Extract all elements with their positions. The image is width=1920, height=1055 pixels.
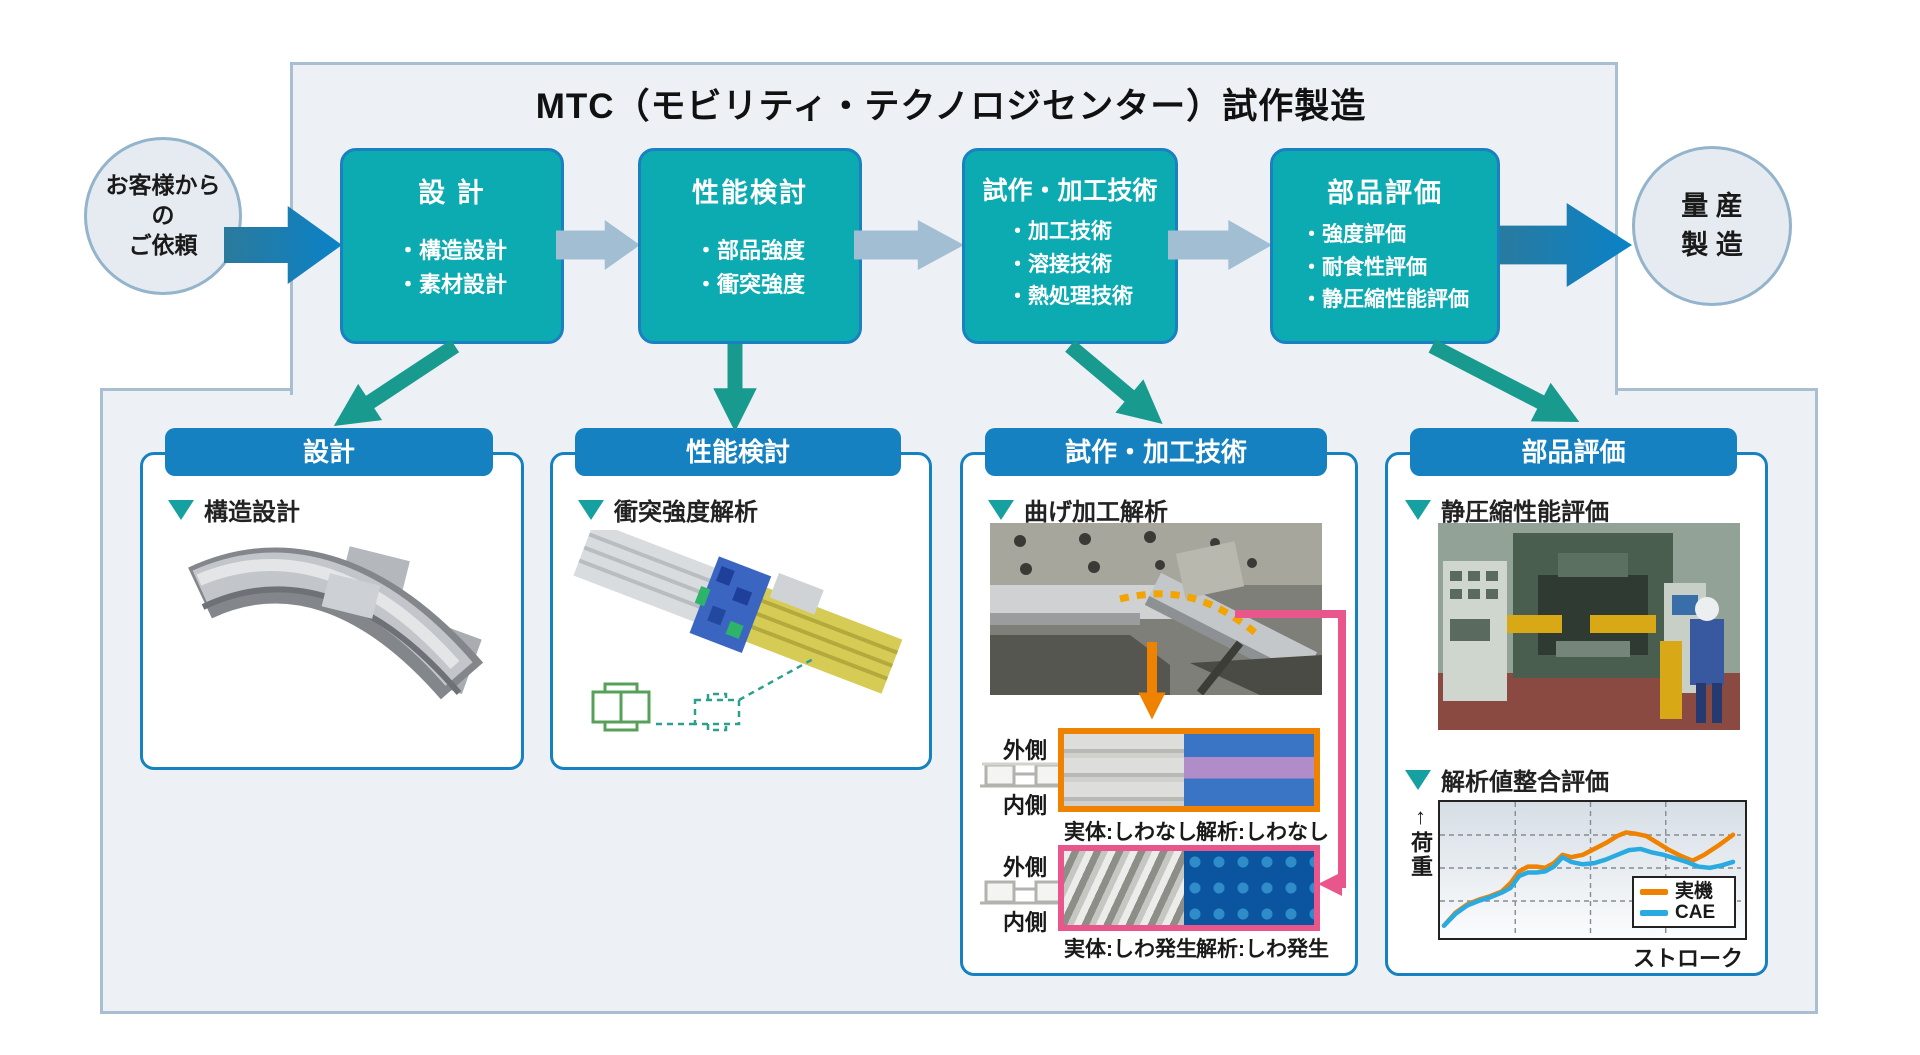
bending-photo-illustration	[990, 523, 1322, 695]
triangle-marker-icon	[578, 499, 604, 520]
circle-text-line: 量 産	[1681, 190, 1743, 221]
load-stroke-chart	[1438, 800, 1747, 940]
flow-box-items: ・強度評価 ・耐食性評価 ・静圧縮性能評価	[1301, 219, 1469, 317]
panel-evaluation-header: 部品評価	[1410, 428, 1737, 476]
cae-image-wrinkle	[1184, 851, 1314, 925]
section-bending-analysis: 曲げ加工解析	[988, 492, 1168, 527]
section-structural-design: 構造設計	[168, 492, 300, 527]
legend-label: 実機	[1675, 881, 1714, 902]
section-crash-analysis: 衝突強度解析	[578, 492, 758, 527]
flow-box-items: ・加工技術 ・溶接技術 ・熱処理技術	[1007, 216, 1133, 314]
chart-x-axis-label: ストローク	[1632, 946, 1743, 971]
inner-side-label: 内側	[1002, 910, 1047, 935]
section-label: 構造設計	[204, 499, 300, 526]
outer-side-label: 外側	[1002, 738, 1047, 763]
flow-box-title: 性能検討	[692, 178, 808, 208]
circle-text-line: お客様から	[105, 172, 221, 199]
caption-real: 実体:しわなし	[1064, 821, 1197, 844]
caption-real: 実体:しわ発生	[1064, 938, 1197, 961]
press-photo-illustration	[1438, 523, 1740, 730]
flow-box-item: ・構造設計	[396, 238, 507, 263]
chart-plot-area	[1440, 802, 1741, 934]
flow-box-evaluation: 部品評価 ・強度評価 ・耐食性評価 ・静圧縮性能評価	[1270, 148, 1500, 344]
caption-cae: 解析:しわなし	[1196, 821, 1329, 844]
legend-entry-real: 実機	[1640, 882, 1728, 901]
flow-box-item: ・溶接技術	[1007, 252, 1112, 276]
flow-box-performance: 性能検討 ・部品強度 ・衝突強度	[638, 148, 862, 344]
flow-box-item: ・部品強度	[694, 238, 805, 263]
customer-request-circle: お客様から の ご依頼	[84, 137, 242, 295]
flow-box-items: ・部品強度 ・衝突強度	[695, 234, 805, 302]
flow-box-title: 試作・加工技術	[982, 177, 1158, 205]
comparison-pair-no-wrinkle	[1058, 728, 1320, 812]
section-label: 衝突強度解析	[614, 499, 758, 526]
legend-entry-cae: CAE	[1640, 903, 1728, 922]
circle-text-line: 製 造	[1681, 230, 1743, 260]
flow-box-title: 設 計	[418, 178, 486, 208]
crash-fea-illustration	[573, 530, 903, 732]
flow-box-title: 部品評価	[1327, 178, 1443, 208]
triangle-marker-icon	[988, 499, 1014, 520]
bumper-beam-illustration	[188, 546, 484, 700]
real-photo-no-wrinkle	[1064, 734, 1184, 806]
triangle-marker-icon	[1405, 499, 1431, 520]
triangle-marker-icon	[168, 499, 194, 520]
flow-box-item: ・耐食性評価	[1301, 255, 1427, 279]
flow-box-item: ・強度評価	[1301, 223, 1406, 246]
comparison-pair-wrinkle	[1058, 845, 1320, 931]
circle-text-line: の	[151, 202, 175, 229]
flow-box-item: ・衝突強度	[694, 272, 805, 298]
panel-performance-header: 性能検討	[575, 428, 901, 476]
flow-box-design: 設 計 ・構造設計 ・素材設計	[340, 148, 564, 344]
inner-side-label: 内側	[1002, 793, 1047, 818]
panel-prototype-header: 試作・加工技術	[985, 428, 1327, 476]
flow-box-item: ・静圧縮性能評価	[1301, 288, 1469, 312]
cross-section-sketch	[980, 880, 1070, 905]
section-label: 解析値整合評価	[1441, 769, 1609, 796]
section-label: 曲げ加工解析	[1024, 499, 1168, 526]
cae-image-no-wrinkle	[1184, 734, 1314, 806]
caption-cae: 解析:しわ発生	[1196, 938, 1329, 961]
legend-label: CAE	[1675, 902, 1716, 923]
panel-performance	[550, 452, 932, 770]
cross-section-sketch	[980, 762, 1070, 788]
panel-design-header: 設計	[165, 428, 493, 476]
section-static-compression: 静圧縮性能評価	[1405, 492, 1609, 527]
mass-production-circle: 量 産 製 造	[1632, 146, 1792, 306]
flow-box-item: ・素材設計	[396, 272, 507, 298]
legend-line-cae-icon	[1640, 909, 1668, 916]
real-photo-wrinkle	[1064, 851, 1184, 925]
chart-legend: 実機 CAE	[1632, 876, 1736, 928]
chart-y-axis-label: ↑荷重	[1408, 804, 1433, 879]
outer-side-label: 外側	[1002, 855, 1047, 880]
section-label: 静圧縮性能評価	[1441, 499, 1609, 526]
flow-box-item: ・加工技術	[1007, 220, 1112, 243]
flow-box-item: ・熱処理技術	[1007, 285, 1133, 309]
section-analysis-correlation: 解析値整合評価	[1405, 762, 1609, 797]
circle-text-line: ご依頼	[128, 231, 198, 258]
flow-box-prototype: 試作・加工技術 ・加工技術 ・溶接技術 ・熱処理技術	[962, 148, 1178, 344]
flow-box-items: ・構造設計 ・素材設計	[397, 234, 507, 302]
triangle-marker-icon	[1405, 769, 1431, 790]
legend-line-real-icon	[1640, 888, 1668, 895]
diagram-title: MTC（モビリティ・テクノロジセンター）試作製造	[535, 87, 1367, 126]
